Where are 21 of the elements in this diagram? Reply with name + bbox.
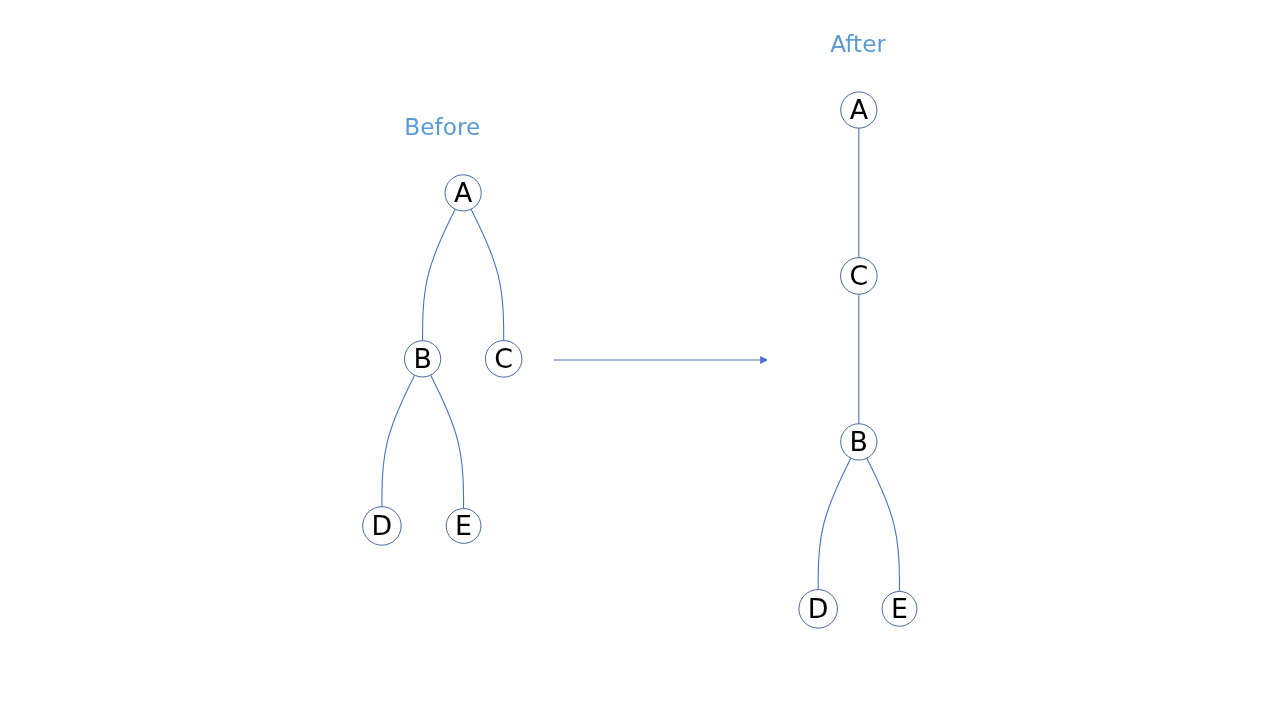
connector [381, 374, 416, 508]
node-text: After [830, 30, 887, 58]
connector [817, 457, 852, 591]
connector [430, 374, 465, 510]
connector [858, 127, 860, 259]
node-circle: C [840, 257, 878, 295]
node-circle: B [404, 340, 442, 378]
node-circle: A [444, 174, 482, 212]
connector [866, 457, 901, 592]
node-circle: E [445, 508, 482, 544]
connector [470, 208, 505, 342]
node-circle: D [362, 506, 402, 546]
node-circle: E [881, 590, 918, 627]
node-circle: D [798, 589, 838, 629]
node-text: Before [404, 113, 481, 141]
node-circle: C [484, 340, 523, 378]
node-circle: A [840, 91, 878, 129]
connector [422, 208, 456, 342]
connector [858, 293, 860, 425]
node-circle: B [840, 423, 878, 461]
arrow [552, 356, 768, 364]
